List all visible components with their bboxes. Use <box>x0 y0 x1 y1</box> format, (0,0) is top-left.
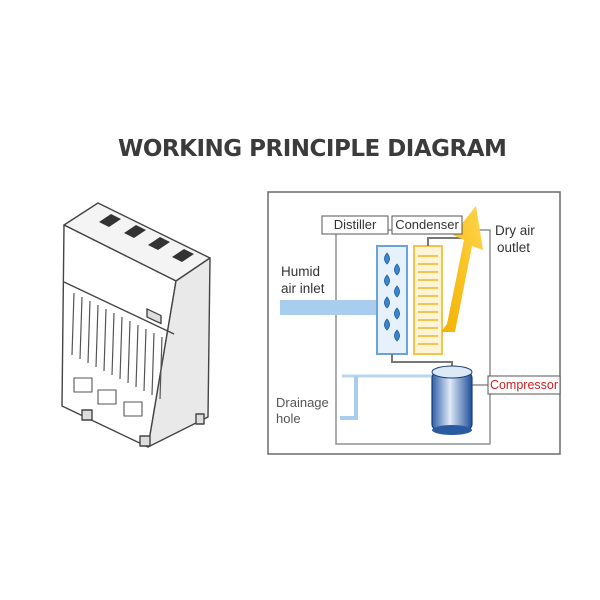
page-title: WORKING PRINCIPLE DIAGRAM <box>118 136 507 162</box>
drainage-label-line2: hole <box>276 411 301 426</box>
drainage-label-line1: Drainage <box>276 395 329 410</box>
compressor-label: Compressor <box>490 378 558 392</box>
dry-air-label-line1: Dry air <box>495 223 535 238</box>
humid-air-label-line2: air inlet <box>281 281 325 296</box>
humid-air-arrow <box>280 300 390 315</box>
dry-air-label-line2: outlet <box>497 240 530 255</box>
distiller-label-box <box>321 215 389 235</box>
condenser-label-box <box>391 215 463 235</box>
dehumidifier-unit <box>61 202 211 448</box>
side-grille <box>71 292 163 400</box>
condenser <box>413 245 443 355</box>
top-vents <box>99 214 194 262</box>
drainage-pipe <box>340 376 358 420</box>
compressor-label-box <box>487 375 561 395</box>
unit-feet <box>81 409 205 447</box>
lower-vents <box>73 377 143 417</box>
dry-air-arrow <box>441 206 483 332</box>
compressor <box>431 365 473 435</box>
humid-air-label-line1: Humid <box>281 264 320 279</box>
distiller-label: Distiller <box>334 217 377 232</box>
condenser-label: Condenser <box>395 217 459 232</box>
distiller <box>376 245 408 355</box>
